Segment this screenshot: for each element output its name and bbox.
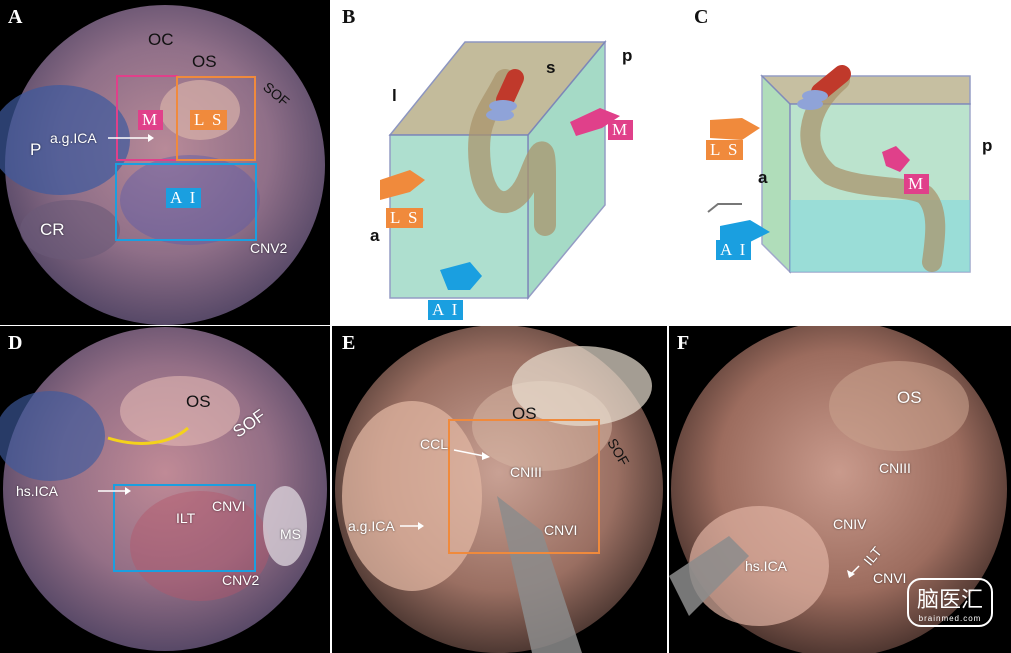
watermark-logo: 脑医汇 brainmed.com xyxy=(907,578,994,627)
label-ai-tag: A I xyxy=(166,188,202,208)
label-s: s xyxy=(546,58,556,77)
surgical-field-box xyxy=(113,484,256,572)
agica-arrow xyxy=(108,134,154,142)
panel-e-endoscopic-photo xyxy=(335,326,663,653)
hsica-arrow xyxy=(98,487,131,495)
panel-f-letter: F xyxy=(677,332,690,354)
label-os: OS xyxy=(512,404,537,423)
panel-e-letter: E xyxy=(342,332,356,354)
label-cnvi: CNVI xyxy=(212,498,246,514)
panel-c: C L S p a M A I xyxy=(670,0,1011,325)
label-oc: OC xyxy=(148,30,174,49)
label-agica: a.g.ICA xyxy=(348,518,395,534)
anterior-inferior-window-box xyxy=(115,163,257,241)
panel-d: D OS SOF hs.ICA ILT CNVI MS CNV2 xyxy=(0,326,330,653)
label-cnvi: CNVI xyxy=(873,570,907,586)
label-p: P xyxy=(30,140,42,159)
panel-a-letter: A xyxy=(8,6,23,28)
label-m-tag: M xyxy=(608,120,634,140)
label-ccl: CCL xyxy=(420,436,449,452)
label-cniii: CNIII xyxy=(879,460,911,476)
label-ai-tag: A I xyxy=(428,300,464,320)
panel-f-endoscopic-photo xyxy=(669,326,1007,653)
label-cnvi: CNVI xyxy=(544,522,578,538)
label-cniii: CNIII xyxy=(510,464,542,480)
agica-arrow-e xyxy=(400,522,424,530)
label-ilt: ILT xyxy=(176,510,196,526)
panel-c-3d-box-diagram xyxy=(707,65,971,274)
panel-b-3d-box-diagram xyxy=(380,39,620,301)
panel-e: E OS CCL CNIII SOF a.g.ICA CNVI xyxy=(332,326,667,653)
label-m-tag: M xyxy=(904,174,930,194)
label-os: OS xyxy=(186,392,211,411)
watermark-text: 脑医汇 xyxy=(917,587,984,612)
panel-b-letter: B xyxy=(342,6,356,28)
label-cr: CR xyxy=(40,220,65,239)
label-l: l xyxy=(392,86,397,105)
label-cniv: CNIV xyxy=(833,516,867,532)
operative-field-box xyxy=(448,419,600,554)
panel-b: B l s p M L S a A I xyxy=(330,0,670,325)
ccl-arrow xyxy=(453,449,490,460)
lateral-sellar-window-box xyxy=(176,76,256,161)
label-p: p xyxy=(622,46,633,65)
label-hsica: hs.ICA xyxy=(745,558,788,574)
panel-a: A OC OS SOF M L S a.g.ICA P A I CR CNV2 xyxy=(0,0,330,325)
label-ls-tag: L S xyxy=(706,140,744,160)
label-a: a xyxy=(758,168,768,187)
panel-c-letter: C xyxy=(694,6,709,28)
label-ls-tag: L S xyxy=(190,110,228,130)
watermark-sub: brainmed.com xyxy=(918,614,982,623)
label-ms: MS xyxy=(280,526,301,542)
label-hsica: hs.ICA xyxy=(16,483,59,499)
label-os: OS xyxy=(192,52,217,71)
label-a: a xyxy=(370,226,380,245)
label-os: OS xyxy=(897,388,922,407)
label-cnv2: CNV2 xyxy=(250,240,288,256)
label-cnv2: CNV2 xyxy=(222,572,260,588)
ilt-arrow xyxy=(847,565,860,578)
label-agica: a.g.ICA xyxy=(50,130,97,146)
panel-d-letter: D xyxy=(8,332,23,354)
label-ls-tag: L S xyxy=(386,208,424,228)
label-p: p xyxy=(982,136,993,155)
label-ai-tag: A I xyxy=(716,240,752,260)
label-m-tag: M xyxy=(138,110,164,130)
panel-f: F OS CNIII CNIV hs.ICA ILT CNVI 脑医汇 brai… xyxy=(669,326,1011,653)
